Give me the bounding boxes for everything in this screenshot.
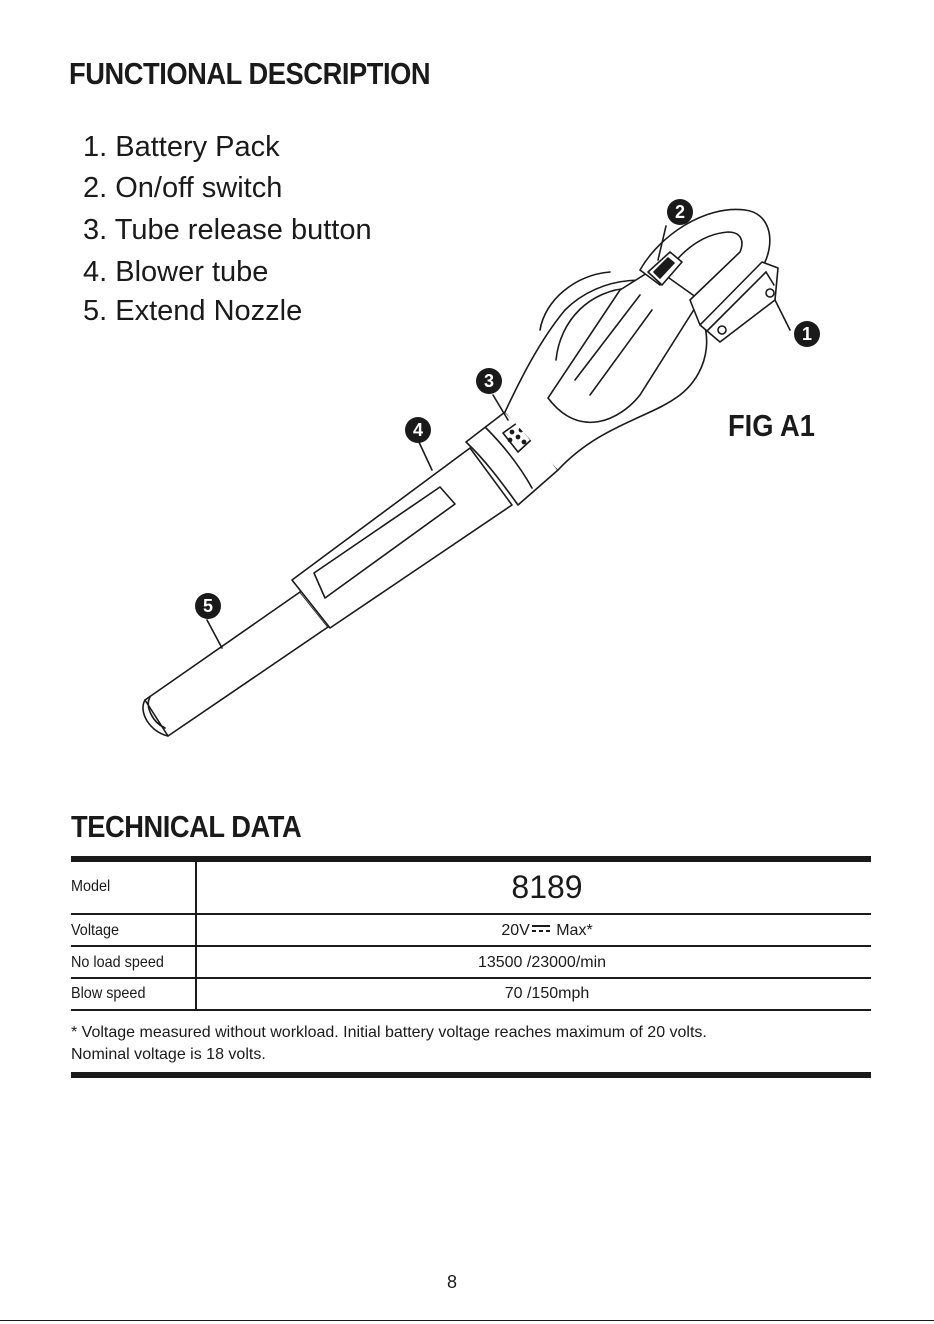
table-row-divider xyxy=(71,945,871,947)
row-label-model: Model xyxy=(71,878,111,895)
callout-label-4: 4 xyxy=(412,420,423,440)
feature-item-extend-nozzle: 5. Extend Nozzle xyxy=(83,295,303,327)
feature-item-battery-pack: 1. Battery Pack xyxy=(83,131,280,163)
figure-label: FIG A1 xyxy=(728,408,815,443)
blower-illustration xyxy=(142,208,791,737)
callout-label-5: 5 xyxy=(202,596,213,616)
functional-description-heading: FUNCTIONAL DESCRIPTION xyxy=(69,56,431,91)
callout-label-2: 2 xyxy=(674,202,685,222)
feature-item-blower-tube: 4. Blower tube xyxy=(83,256,269,288)
table-row-divider xyxy=(71,977,871,979)
row-label-blow-speed: Blow speed xyxy=(71,985,146,1002)
table-row-divider xyxy=(71,1009,871,1011)
model-value: 8189 xyxy=(511,869,583,905)
callout-label-3: 3 xyxy=(483,371,494,391)
table-column-divider xyxy=(195,862,197,1010)
technical-data-heading: TECHNICAL DATA xyxy=(71,809,302,844)
feature-item-on-off-switch: 2. On/off switch xyxy=(83,172,283,204)
callout-marker-5: 5 xyxy=(194,592,222,620)
voltage-note-line-2: Nominal voltage is 18 volts. xyxy=(71,1046,266,1063)
voltage-value-prefix: 20V xyxy=(501,922,530,939)
voltage-note-line-1: * Voltage measured without workload. Ini… xyxy=(71,1024,707,1041)
callout-marker-2: 2 xyxy=(666,198,694,226)
page-bottom-edge xyxy=(0,1320,934,1321)
row-label-no-load-speed: No load speed xyxy=(71,954,164,971)
table-row-divider xyxy=(71,913,871,915)
feature-item-tube-release-button: 3. Tube release button xyxy=(83,214,372,246)
table-bottom-rule xyxy=(71,1072,871,1078)
page-number: 8 xyxy=(446,1272,457,1292)
dc-symbol-icon xyxy=(531,924,550,933)
table-top-rule xyxy=(71,856,871,862)
no-load-speed-value: 13500 /23000/min xyxy=(477,954,607,971)
callout-marker-1: 1 xyxy=(793,320,821,348)
callout-marker-3: 3 xyxy=(475,367,503,395)
callout-label-1: 1 xyxy=(801,324,812,344)
voltage-value-suffix: Max* xyxy=(551,922,593,939)
callout-marker-4: 4 xyxy=(404,416,432,444)
voltage-value: 20V Max* xyxy=(197,922,897,940)
blow-speed-value: 70 /150mph xyxy=(504,985,590,1002)
row-label-voltage: Voltage xyxy=(71,922,120,939)
